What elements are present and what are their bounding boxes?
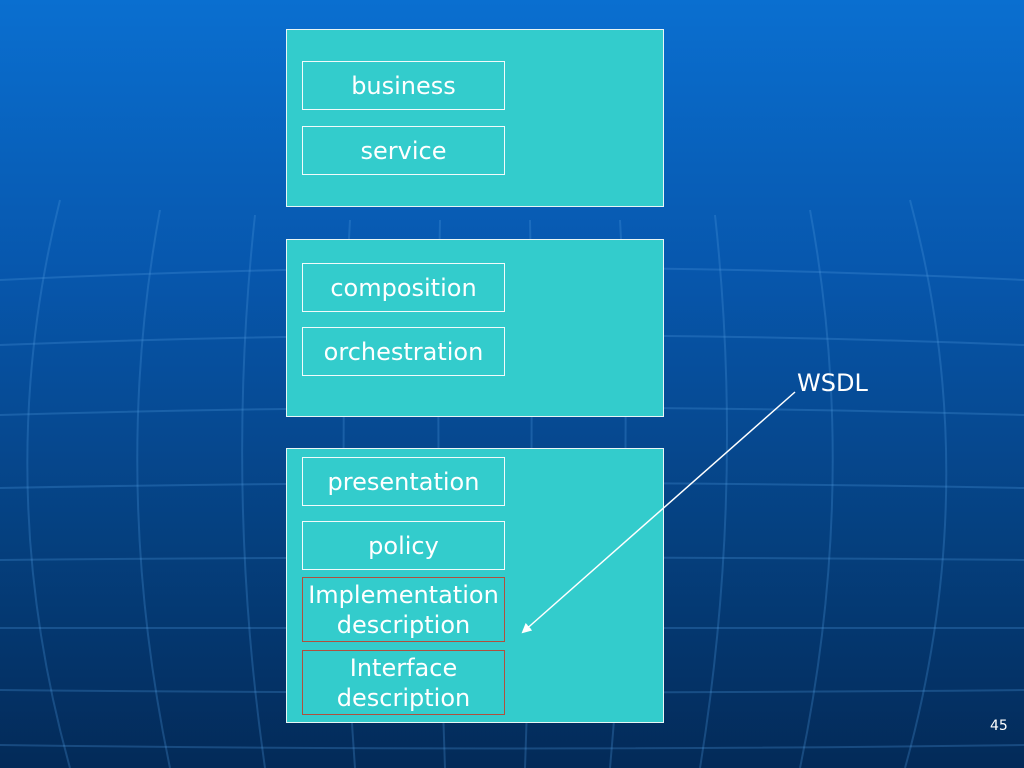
interface-description-box: Interface description (302, 650, 505, 715)
service-box: service (302, 126, 505, 175)
business-box: business (302, 61, 505, 110)
page-number: 45 (990, 718, 1008, 734)
implementation-description-box: Implementation description (302, 577, 505, 642)
composition-box: composition (302, 263, 505, 312)
policy-box: policy (302, 521, 505, 570)
orchestration-box: orchestration (302, 327, 505, 376)
wsdl-label: WSDL (797, 369, 868, 397)
business-layer-group (286, 29, 664, 207)
presentation-box: presentation (302, 457, 505, 506)
composition-layer-group (286, 239, 664, 417)
